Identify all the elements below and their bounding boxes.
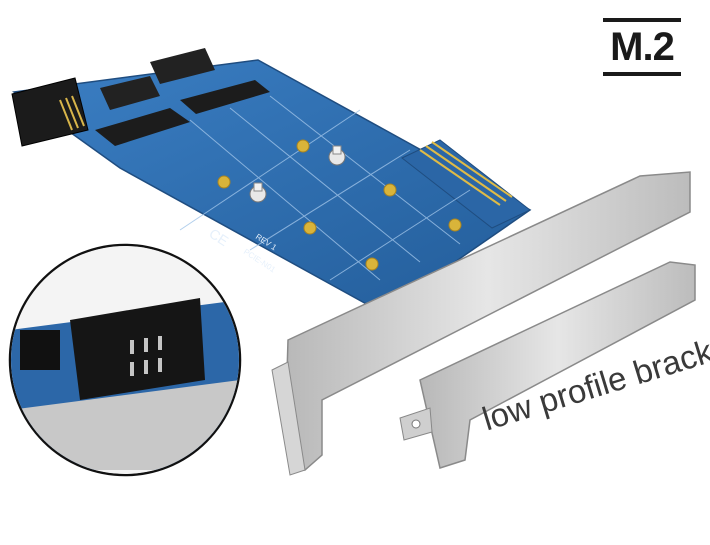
gold-pad [383, 183, 397, 197]
gold-pad [296, 139, 310, 153]
silkscreen-ce: CE [206, 225, 231, 249]
gold-pad [365, 257, 379, 271]
sata-connector-icon [100, 48, 215, 110]
badge-top-bar [603, 18, 681, 22]
gold-pad [217, 175, 231, 189]
m2-slot-icon [95, 80, 270, 146]
gold-pad [303, 221, 317, 235]
full-height-bracket [271, 171, 691, 476]
badge-label: M.2 [610, 25, 675, 69]
zoom-inset [8, 243, 242, 477]
m2-badge: M.2 [603, 18, 681, 78]
badge-bottom-bar [603, 72, 681, 76]
ide-header-connector-icon [11, 77, 89, 147]
low-profile-bracket [399, 261, 696, 469]
gold-pad [448, 218, 462, 232]
mounting-screw-icon [249, 145, 346, 203]
